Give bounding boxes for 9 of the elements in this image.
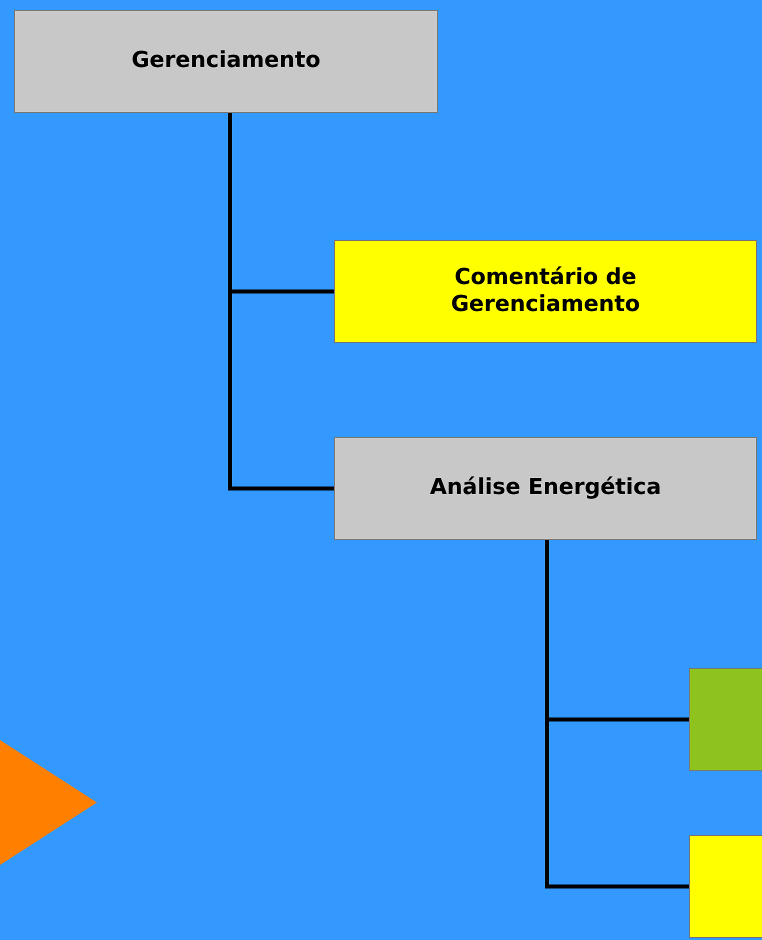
process-box bbox=[334, 437, 757, 540]
triangle-shape bbox=[0, 740, 97, 865]
connector-line bbox=[545, 540, 689, 888]
process-box bbox=[334, 240, 757, 343]
process-box bbox=[14, 10, 438, 113]
box-label: Análise Energética bbox=[430, 475, 662, 502]
box-label: Comentário de Gerenciamento bbox=[450, 265, 641, 318]
connector-line bbox=[228, 113, 334, 490]
box-label: Gerenciamento bbox=[132, 48, 320, 75]
